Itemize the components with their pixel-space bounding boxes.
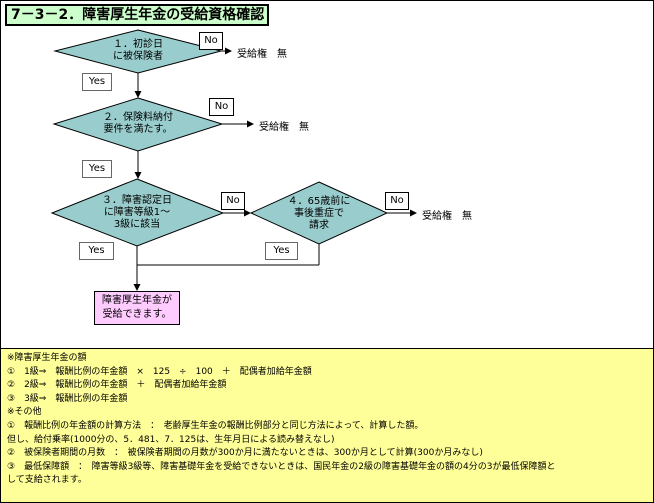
- note-line: ③ 3級⇒ 報酬比例の年金額: [7, 393, 128, 404]
- note-line: 但し、給付乗率(1000分の、5．481、7．125は、生年月日による読み替えな…: [7, 434, 335, 445]
- outcome-none-2: 受給権 無: [259, 122, 309, 133]
- decision-2-text: ２．保険料納付 要件を満たす。: [93, 112, 183, 136]
- note-line: ① 報酬比例の年金額の計算方法 ： 老齢厚生年金の報酬比例部分と同じ方法によって…: [7, 420, 424, 431]
- outcome-none-1: 受給権 無: [237, 49, 287, 60]
- decision-3-line-1: ３．障害認定日: [102, 195, 172, 206]
- decision-4-text: ４．65歳前に 事後重症で 請求: [284, 196, 354, 232]
- note-line: して支給されます。: [7, 475, 87, 486]
- decision-3-text: ３．障害認定日 に障害等級1～ 3級に該当: [97, 195, 177, 231]
- decision-1-line-1: １．初診日: [113, 39, 163, 50]
- page-title: 7－3－2．障害厚生年金の受給資格確認: [5, 4, 269, 26]
- decision-3-line-3: 3級に該当: [113, 219, 161, 230]
- note-line: ※障害厚生年金の額: [7, 353, 87, 363]
- no-label-3: No: [221, 192, 245, 210]
- note-line: ※その他: [7, 407, 42, 418]
- no-label-2: No: [209, 98, 234, 116]
- result-box: 障害厚生年金が 受給できます。: [94, 291, 180, 325]
- outcome-none-3: 受給権 無: [422, 211, 472, 222]
- decision-2-line-2: 要件を満たす。: [103, 124, 173, 135]
- flowchart: [50, 29, 417, 291]
- note-line: ② 2級⇒ 報酬比例の年金額 ＋ 配偶者加給年金額: [7, 380, 227, 391]
- decision-3-line-2: に障害等級1～: [103, 207, 171, 218]
- yes-label-4: Yes: [265, 242, 298, 260]
- yes-label-2: Yes: [82, 160, 112, 178]
- note-line: ② 被保険者期間の月数 ： 被保険者期間の月数が300か月に満たないときは、30…: [7, 448, 483, 459]
- yes-label-1: Yes: [82, 73, 112, 91]
- no-label-4: No: [385, 192, 409, 210]
- result-line-1: 障害厚生年金が: [102, 295, 172, 306]
- decision-4-line-3: 請求: [309, 220, 329, 231]
- decision-2-line-1: ２．保険料納付: [103, 112, 173, 123]
- decision-4-line-2: 事後重症で: [294, 208, 344, 219]
- result-line-2: 受給できます。: [102, 309, 172, 320]
- note-line: ① 1級⇒ 報酬比例の年金額 × 125 ÷ 100 ＋ 配偶者加給年金額: [7, 366, 312, 377]
- decision-1-line-2: に被保険者: [113, 51, 163, 62]
- decision-4-line-1: ４．65歳前に: [287, 196, 351, 207]
- decision-1-text: １．初診日 に被保険者: [103, 39, 173, 63]
- yes-label-3: Yes: [79, 242, 114, 260]
- no-label-1: No: [199, 32, 223, 50]
- note-line: ③ 最低保障額 ： 障害等級3級等、障害基礎年金を受給できないときは、国民年金の…: [7, 461, 556, 472]
- notes-panel: ※障害厚生年金の額 ① 1級⇒ 報酬比例の年金額 × 125 ÷ 100 ＋ 配…: [1, 348, 653, 502]
